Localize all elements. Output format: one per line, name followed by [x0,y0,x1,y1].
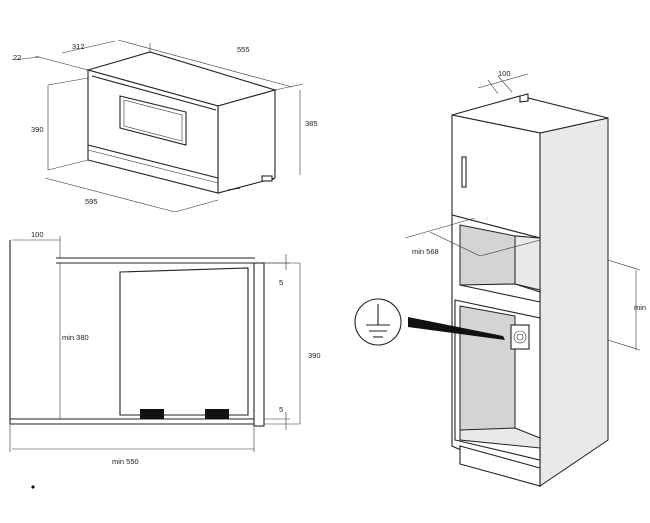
dim-22-label: 22 [13,53,21,62]
dim-385-label: 385 [305,119,318,128]
side-section-view [9,236,301,452]
ground-symbol-icon [354,298,402,346]
corner-mark-icon [31,485,35,489]
pointer-arrow-icon [408,317,505,340]
dim-100-right-label: 100 [498,69,511,78]
dim-s-top-label: 5 [279,278,283,287]
dim-312-label: 312 [72,42,85,51]
dim-390-side-label: 390 [308,351,321,360]
dim-min-right-label: min [634,303,646,312]
dim-390-label: 390 [31,125,44,134]
dim-555-label: 555 [237,45,250,54]
dim-s-bottom-label: 5 [279,405,283,414]
dim-595-label: 595 [85,197,98,206]
dim-100-left-label: 100 [31,230,44,239]
tall-cabinet [404,73,641,487]
dim-min568-label: min 568 [412,247,439,256]
dim-min380-label: min 380 [62,333,89,342]
dim-min550-label: min 550 [112,457,139,466]
oven-isometric [11,39,304,213]
